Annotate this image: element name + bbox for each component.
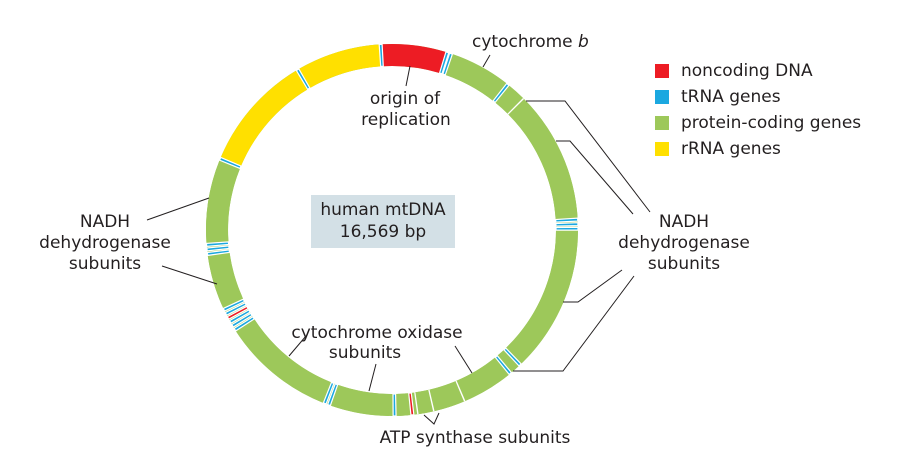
label-cox-2: subunits (329, 343, 401, 363)
segment-rrna (220, 70, 308, 166)
leader-cytb (482, 54, 491, 68)
label-cox-1: cytochrome oxidase (291, 323, 462, 343)
segment-protein (206, 160, 240, 247)
segment-protein (445, 54, 507, 101)
legend-swatch-trna (655, 90, 669, 104)
legend: noncoding DNA tRNA genes protein-coding … (655, 58, 861, 162)
legend-label: tRNA genes (681, 87, 781, 107)
segment-protein (495, 85, 524, 115)
diagram-labels: origin of replication cytochrome b NADH … (39, 32, 750, 448)
segment-protein (331, 385, 390, 416)
label-cytb-text: cytochrome (472, 32, 573, 52)
segment-rrna (299, 44, 384, 88)
leader-cox-1 (288, 335, 307, 357)
mark-trna (206, 249, 231, 257)
leader-nadh-left-1 (146, 197, 210, 221)
leader-lines (146, 54, 651, 425)
legend-label: noncoding DNA (681, 61, 813, 81)
mark-trna (326, 383, 339, 407)
leader-nadh-right-4 (513, 275, 635, 372)
label-nadh-right-1: NADH (659, 212, 709, 232)
segment-protein (207, 252, 243, 306)
mark-trna (494, 354, 513, 376)
segment-protein (505, 230, 578, 364)
leader-cox-3 (454, 345, 473, 374)
label-nadh-left-1: NADH (80, 212, 130, 232)
mark-trna (555, 226, 579, 231)
ring-marks (205, 43, 579, 417)
leader-atp (423, 412, 440, 425)
mark-trna (218, 156, 242, 170)
legend-item-rrna: rRNA genes (655, 136, 861, 162)
mark-trna (206, 245, 230, 252)
genome-title: human mtDNA (320, 200, 446, 220)
genome-info-box: human mtDNA 16,569 bp (311, 195, 455, 248)
segment-protein (497, 349, 519, 373)
legend-swatch-noncoding (655, 64, 669, 78)
label-cytochrome-b: cytochrome b (472, 32, 589, 52)
segment-protein (507, 98, 578, 219)
segment-protein (456, 357, 510, 402)
mark-trna (233, 315, 256, 332)
mark-noncoding (408, 392, 415, 416)
mark-trna (392, 393, 397, 417)
mark-trna (228, 309, 251, 324)
mark-trna (222, 298, 246, 312)
mark-trna (492, 82, 510, 104)
mark-trna (442, 52, 454, 76)
mark-trna (295, 68, 311, 91)
legend-item-noncoding: noncoding DNA (655, 58, 861, 84)
genome-size: 16,569 bp (339, 222, 427, 242)
segment-noncoding (382, 43, 447, 74)
legend-label: protein-coding genes (681, 113, 862, 133)
segment-protein (236, 319, 331, 403)
legend-swatch-protein (655, 116, 669, 130)
label-origin-2: replication (361, 110, 451, 130)
segment-protein (414, 389, 434, 415)
mark-noncoding (226, 305, 249, 320)
legend-item-protein: protein-coding genes (655, 110, 861, 136)
leader-cox-2 (368, 363, 377, 392)
mark-trna (230, 312, 253, 328)
leader-nadh-left-2 (161, 265, 218, 285)
gene-separator (455, 380, 466, 402)
label-atp: ATP synthase subunits (380, 428, 571, 448)
leader-nadh-right-3 (563, 269, 623, 303)
leader-nadh-right-1 (526, 100, 651, 213)
leader-origin (405, 65, 411, 87)
gene-separator (414, 392, 419, 415)
label-origin-1: origin of (370, 89, 441, 109)
mark-trna (378, 43, 384, 68)
legend-item-trna: tRNA genes (655, 84, 861, 110)
segment-protein (428, 380, 465, 412)
label-nadh-left-3: subunits (69, 254, 141, 274)
gene-separator (507, 97, 525, 115)
label-cytb-italic: b (578, 32, 589, 52)
mark-trna (438, 51, 450, 75)
label-nadh-right-2: dehydrogenase (618, 233, 750, 253)
mark-trna (555, 222, 579, 227)
mark-trna (503, 347, 522, 367)
leader-nadh-right-2 (556, 140, 634, 215)
legend-label: rRNA genes (681, 139, 781, 159)
mark-trna (555, 217, 579, 223)
mark-trna (224, 301, 248, 316)
mark-trna (205, 241, 230, 248)
gene-separator (428, 389, 435, 412)
mark-trna (322, 381, 335, 405)
segment-protein (397, 393, 409, 416)
label-nadh-right-3: subunits (648, 254, 720, 274)
legend-swatch-rrna (655, 142, 669, 156)
label-nadh-left-2: dehydrogenase (39, 233, 171, 253)
